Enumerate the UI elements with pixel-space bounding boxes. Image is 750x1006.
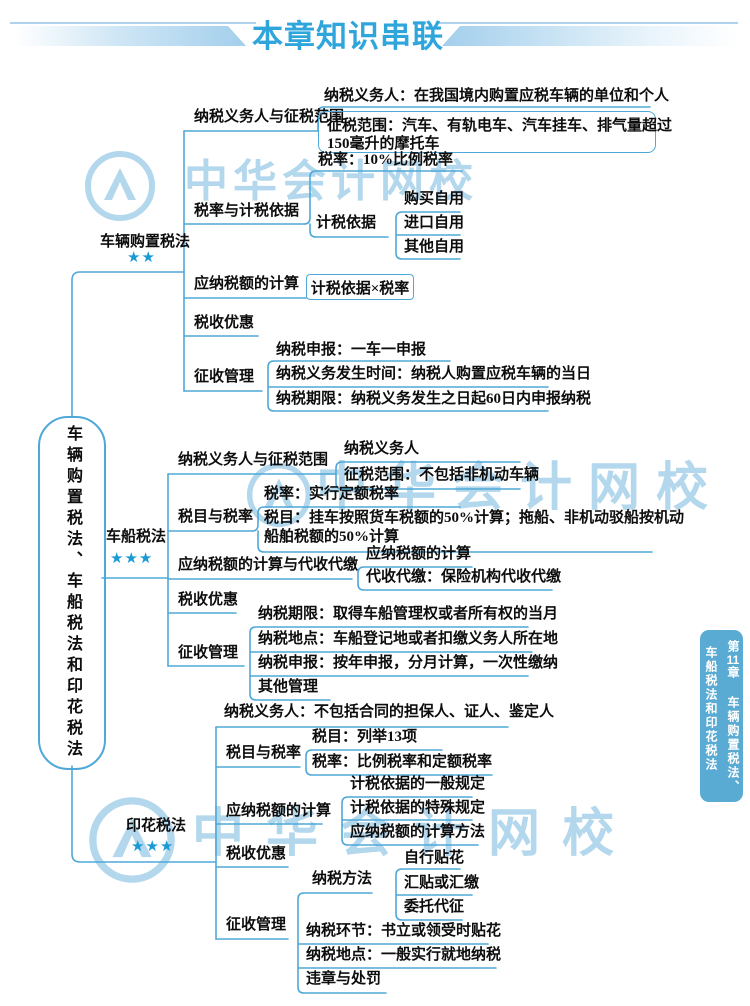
b1-admin-item: 纳税义务发生时间：纳税人购置应税车辆的当日 — [276, 366, 592, 382]
b1-scope-range-box: 征税范围：汽车、有轨电车、汽车挂车、排气量超过 150毫升的摩托车 — [318, 111, 672, 153]
root-node-label: 车辆购置税法、车船税法和印花税法 — [64, 425, 81, 761]
b3-calc-node: 应纳税额的计算 — [226, 803, 332, 819]
chapter-side-tab: 第11章 车辆购置税法、 车船税法和印花税法 — [700, 630, 743, 802]
root-node: 车辆购置税法、车船税法和印花税法 — [38, 416, 106, 770]
b2-scope-taxpayer-node: 纳税义务人 — [344, 441, 420, 457]
b2-calc-item-node: 应纳税额的计算 — [366, 546, 472, 562]
b3-pref-node: 税收优惠 — [226, 846, 287, 862]
page-title: 本章知识串联 — [252, 19, 444, 54]
b3-calc-item: 应纳税额的计算方法 — [350, 824, 486, 840]
banner-bar-left — [14, 26, 246, 46]
b3-method-node: 纳税方法 — [312, 871, 373, 887]
b3-method-item: 委托代征 — [404, 899, 465, 915]
b2-scope-node: 纳税义务人与征税范围 — [178, 452, 329, 468]
branch-vehicle-purchase-tax-stars: ★★ — [127, 250, 156, 266]
b3-admin-place-node: 纳税地点：一般实行就地纳税 — [306, 947, 502, 963]
b1-rate-node: 税率与计税依据 — [194, 203, 300, 219]
b1-scope-node: 纳税义务人与征税范围 — [194, 109, 345, 125]
b3-rate-rate-node: 税率：比例税率和定额税率 — [312, 754, 493, 770]
b2-admin-node: 征收管理 — [178, 645, 239, 661]
banner-hairline-right — [438, 22, 738, 24]
b3-taxpayer-node: 纳税义务人：不包括合同的担保人、证人、鉴定人 — [224, 704, 555, 720]
branch-vehicle-purchase-tax-label: 车辆购置税法 — [100, 234, 191, 250]
branch-stamp-tax-stars: ★★★ — [131, 839, 175, 855]
b1-calc-formula: 计税依据×税率 — [310, 280, 410, 297]
b3-calc-item: 计税依据的一般规定 — [350, 776, 486, 792]
b3-calc-item: 计税依据的特殊规定 — [350, 800, 486, 816]
b1-admin-item: 纳税期限：纳税义务发生之日起60日内申报纳税 — [276, 391, 592, 407]
chapter-title-part1: 章 车辆购置税法、 — [726, 666, 740, 794]
b2-item-line1: 税目：挂车按照货车税额的50%计算；拖船、非机动驳船按机动 — [264, 510, 685, 526]
banner-bar-right — [442, 26, 738, 46]
brand-watermark-text: 中华会计网校 — [184, 157, 478, 206]
branch-stamp-tax-label: 印花税法 — [126, 818, 187, 834]
chapter-title-part2: 车船税法和印花税法 — [704, 646, 718, 772]
branch-vehicle-vessel-tax-label: 车船税法 — [106, 529, 167, 545]
b1-rate-item-node: 税率：10%比例税率 — [318, 152, 454, 168]
b3-rate-item-node: 税目：列举13项 — [312, 729, 418, 745]
brand-logo-watermark — [85, 151, 155, 221]
brand-logo-watermark — [89, 797, 175, 883]
b1-pref-node: 税收优惠 — [194, 315, 255, 331]
chapter-tab-line2: 车船税法和印花税法 — [704, 646, 718, 772]
brand-watermark-text: 中华会计网校 — [192, 805, 637, 863]
b2-item-line2: 船舶税额的50%计算 — [264, 529, 400, 545]
b2-withhold-node: 代收代缴：保险机构代收代缴 — [366, 569, 562, 585]
chapter-tab-line1: 第11章 车辆购置税法、 — [726, 640, 740, 794]
b2-pref-node: 税收优惠 — [178, 592, 239, 608]
b2-admin-item: 纳税期限：取得车船管理权或者所有权的当月 — [258, 606, 559, 622]
chapter-prefix: 第 — [726, 640, 740, 654]
b2-calc-node: 应纳税额的计算与代收代缴 — [178, 557, 359, 573]
brand-logo-watermark — [246, 462, 312, 528]
banner-hairline-left — [10, 22, 256, 24]
branch-vehicle-vessel-tax-stars: ★★★ — [110, 551, 154, 567]
b2-admin-item: 纳税地点：车船登记地或者扣缴义务人所在地 — [258, 631, 559, 647]
b1-scope-range-line2: 150毫升的摩托车 — [327, 136, 440, 152]
b1-admin-item: 纳税申报：一车一申报 — [276, 342, 427, 358]
b3-rate-node: 税目与税率 — [226, 745, 302, 761]
b3-admin-link-node: 纳税环节：书立或领受时贴花 — [306, 923, 502, 939]
b3-admin-penalty-node: 违章与处罚 — [306, 971, 382, 987]
b2-scope-range-node: 征税范围：不包括非机动车辆 — [344, 467, 540, 483]
brand-watermark-text: 中华会计网校 — [316, 459, 725, 517]
b1-basis-item: 进口自用 — [404, 215, 465, 231]
b1-scope-range-line1: 征税范围：汽车、有轨电车、汽车挂车、排气量超过 — [327, 118, 673, 134]
b1-calc-node: 应纳税额的计算 — [194, 276, 300, 292]
b3-method-item: 自行贴花 — [404, 850, 465, 866]
b1-basis-item: 购买自用 — [404, 191, 465, 207]
b3-method-item: 汇贴或汇缴 — [404, 875, 480, 891]
b1-basis-item: 其他自用 — [404, 239, 465, 255]
b1-basis-node: 计税依据 — [316, 215, 377, 231]
b1-scope-taxpayer-node: 纳税义务人：在我国境内购置应税车辆的单位和个人 — [324, 88, 670, 104]
b2-admin-item: 其他管理 — [258, 679, 319, 695]
b1-calc-formula-box: 计税依据×税率 — [306, 274, 414, 300]
b1-admin-node: 征收管理 — [194, 369, 255, 385]
b3-admin-node: 征收管理 — [226, 917, 287, 933]
b2-rate-node: 税目与税率 — [178, 509, 254, 525]
b2-admin-item: 纳税申报：按年申报，分月计算，一次性缴纳 — [258, 655, 559, 671]
b2-rate-item-node: 税率：实行定额税率 — [264, 486, 400, 502]
chapter-number: 11 — [726, 654, 740, 666]
